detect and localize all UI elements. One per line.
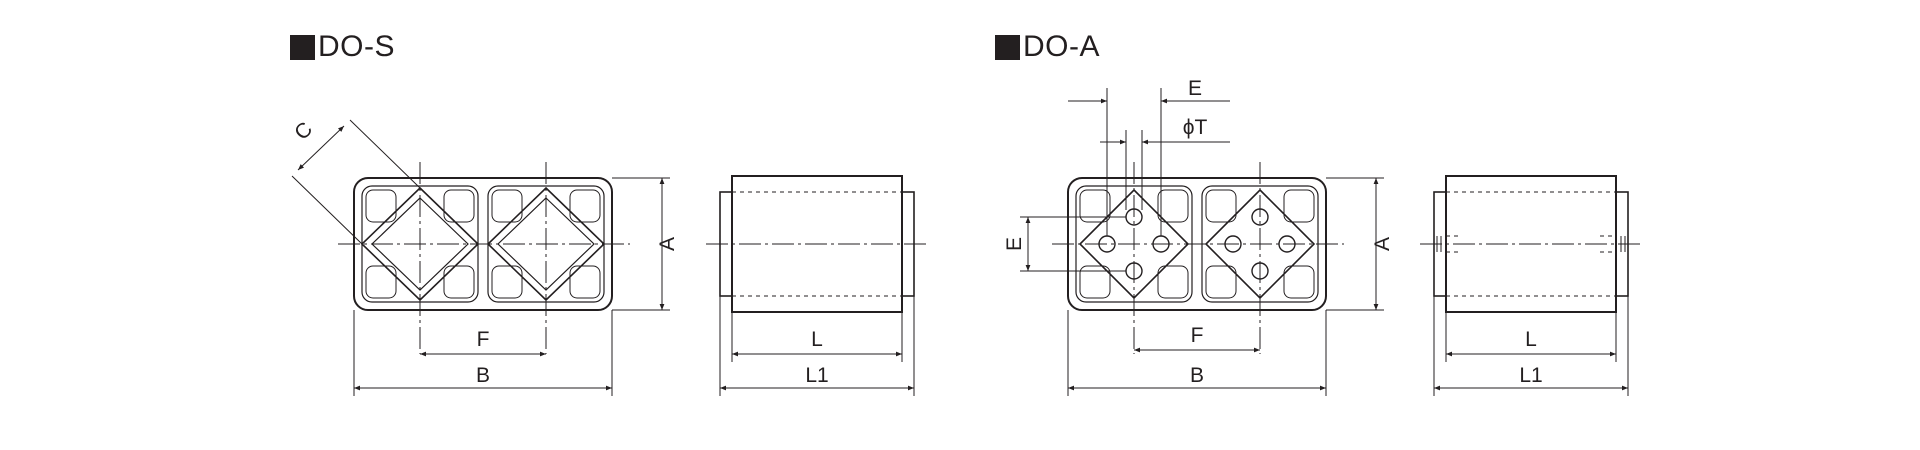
- dim-label-f-2: F: [1191, 324, 1204, 347]
- dim-label-a-2: A: [1371, 237, 1394, 251]
- do-s-title-text: DO-S: [318, 30, 395, 63]
- dim-label-a: A: [656, 237, 679, 251]
- dim-label-l: L: [811, 328, 823, 351]
- dim-label-e-side: E: [1003, 237, 1026, 251]
- dim-label-b: B: [476, 364, 490, 387]
- dim-label-b-2: B: [1190, 364, 1204, 387]
- do-a-title-text: DO-A: [1023, 30, 1100, 63]
- dim-label-l1: L1: [805, 364, 828, 387]
- dim-label-l1-2: L1: [1519, 364, 1542, 387]
- dim-label-f: F: [477, 328, 490, 351]
- dim-label-c: C: [290, 118, 317, 145]
- dim-label-e-top: E: [1188, 77, 1202, 100]
- dim-label-phi-t: ϕT: [1183, 116, 1208, 139]
- square-bullet-icon: [995, 34, 1020, 60]
- dim-label-l-2: L: [1525, 328, 1537, 351]
- do-s-title: DO-S: [290, 30, 395, 64]
- do-a-title: DO-A: [995, 30, 1100, 64]
- square-bullet-icon: [290, 34, 315, 60]
